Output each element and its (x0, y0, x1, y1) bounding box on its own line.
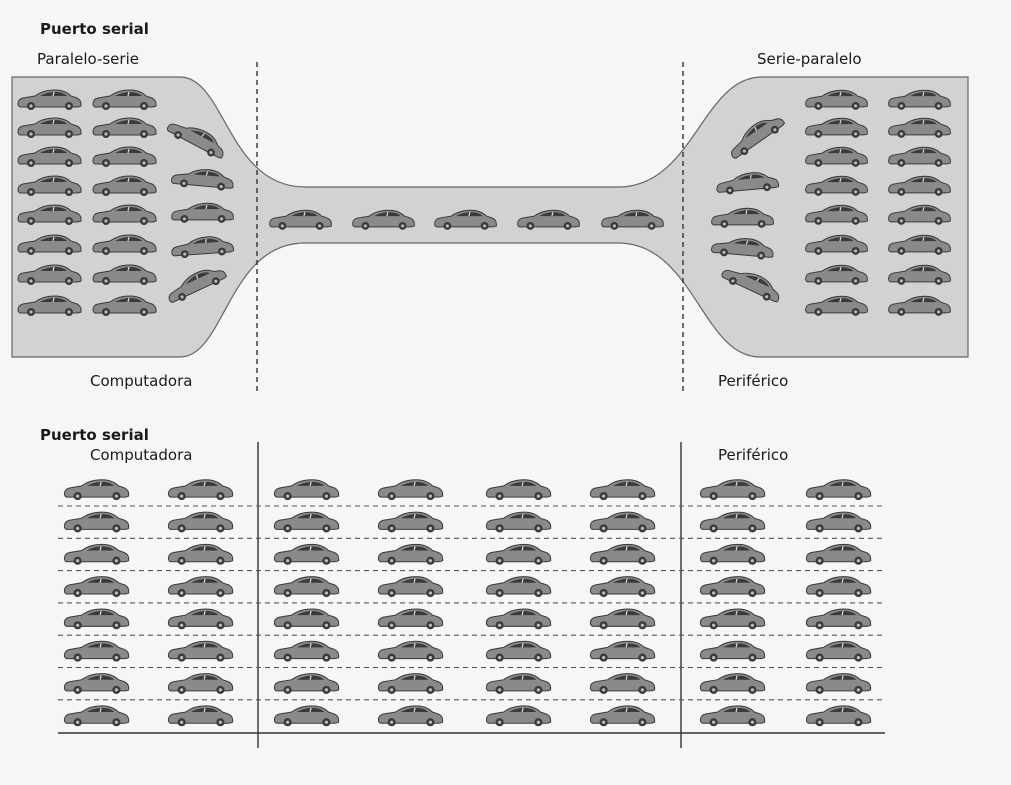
car-icon (589, 543, 656, 566)
car-icon (699, 543, 766, 566)
bottom-panel-title: Puerto serial (40, 426, 149, 444)
car-icon (377, 576, 444, 598)
car-icon (699, 640, 766, 663)
car-icon (377, 511, 444, 534)
top-panel-title: Puerto serial (40, 20, 149, 38)
car-icon (589, 672, 656, 695)
car-icon (63, 511, 130, 534)
car-icon (699, 608, 766, 630)
car-icon (167, 640, 234, 663)
car-icon (377, 705, 444, 727)
top-computer-label: Computadora (90, 372, 193, 390)
car-icon (167, 672, 234, 695)
car-icon (167, 705, 234, 727)
car-icon (377, 479, 444, 501)
car-icon (699, 672, 766, 695)
car-icon (805, 640, 872, 663)
car-icon (167, 479, 234, 501)
top-peripheral-label: Periférico (718, 372, 789, 390)
car-icon (805, 672, 872, 695)
car-icon (699, 479, 766, 501)
car-icon (699, 705, 766, 727)
car-icon (589, 640, 656, 663)
car-icon (63, 672, 130, 695)
car-icon (63, 479, 130, 501)
car-icon (63, 543, 130, 566)
car-icon (485, 511, 552, 534)
car-icon (63, 576, 130, 598)
car-icon (589, 705, 656, 727)
bottom-computer-label: Computadora (90, 446, 193, 464)
car-icon (273, 672, 340, 695)
car-icon (805, 576, 872, 598)
lanes (58, 505, 885, 701)
car-icon (377, 672, 444, 695)
car-icon (805, 705, 872, 727)
parallel-serial-label: Paralelo-serie (37, 50, 139, 68)
bottom-peripheral-label: Periférico (718, 446, 789, 464)
car-icon (805, 608, 872, 630)
car-icon (63, 705, 130, 727)
car-icon (273, 640, 340, 663)
car-icon (377, 640, 444, 663)
car-icon (485, 608, 552, 630)
car-icon (273, 576, 340, 598)
car-icon (485, 672, 552, 695)
car-icon (485, 576, 552, 598)
car-icon (485, 543, 552, 566)
car-icon (805, 511, 872, 534)
car-icon (377, 543, 444, 566)
car-icon (485, 479, 552, 501)
car-icon (63, 608, 130, 630)
car-icon (273, 705, 340, 727)
car-icon (805, 543, 872, 566)
car-icon (589, 511, 656, 534)
car-icon (377, 608, 444, 630)
car-icon (273, 479, 340, 501)
car-icon (167, 608, 234, 630)
car-icon (699, 511, 766, 534)
car-icon (63, 640, 130, 663)
car-icon (699, 576, 766, 598)
car-icon (273, 543, 340, 566)
car-icon (589, 479, 656, 501)
car-icon (589, 608, 656, 630)
car-icon (167, 576, 234, 598)
car-icon (805, 479, 872, 501)
car-icon (589, 576, 656, 598)
car-icon (167, 543, 234, 566)
car-icon (273, 511, 340, 534)
serial-parallel-label: Serie-paralelo (757, 50, 862, 68)
car-icon (485, 705, 552, 727)
car-icon (485, 640, 552, 663)
car-icon (167, 511, 234, 534)
car-icon (273, 608, 340, 630)
